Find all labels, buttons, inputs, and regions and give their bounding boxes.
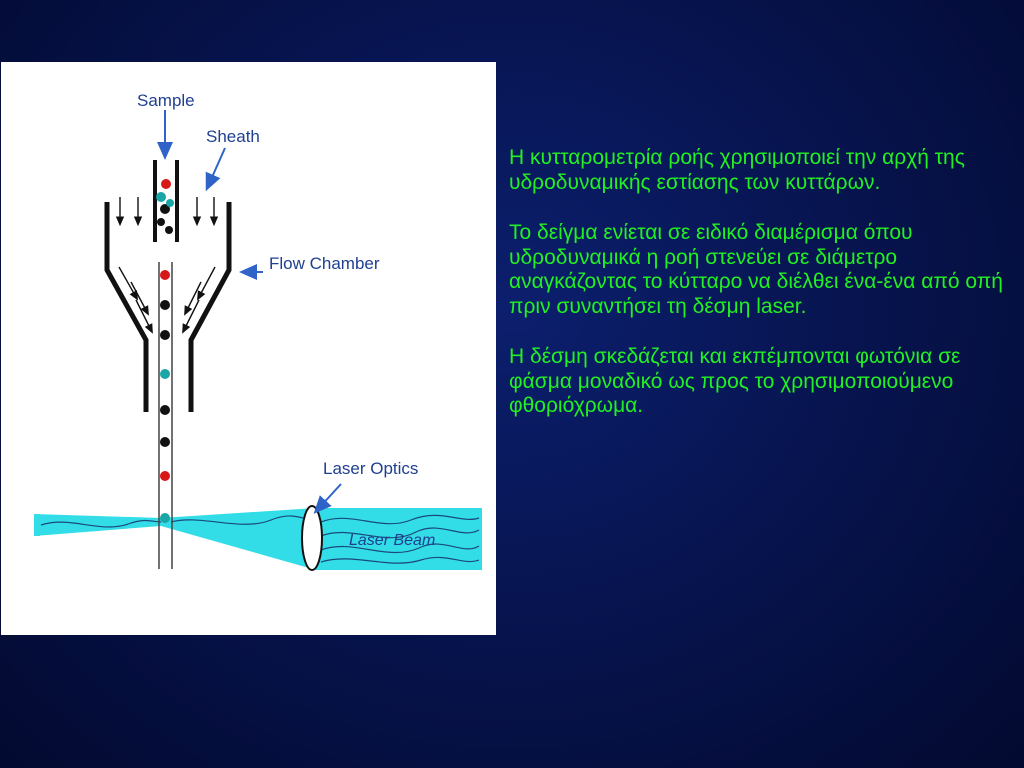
laser-beam-label: Laser Beam <box>349 532 435 549</box>
sample-label: Sample <box>137 91 195 110</box>
laser-beam-band <box>34 508 482 570</box>
cell-black <box>160 330 170 340</box>
description-text: Η κυτταρομετρία ροής χρησιμοποιεί την αρ… <box>509 146 1009 445</box>
flow-chamber-right-wall <box>188 202 232 412</box>
diagram-svg: Sample Sheath Flow Chamber Laser Optics … <box>34 91 482 571</box>
paragraph-beam-scattering: Η δέσμη σκεδάζεται και εκπέμπονται φωτόν… <box>509 345 961 417</box>
flow-cytometry-diagram: Sample Sheath Flow Chamber Laser Optics … <box>1 62 496 635</box>
cell-black <box>165 226 173 234</box>
laser-optics-label: Laser Optics <box>323 459 418 478</box>
sheath-arrow <box>205 147 226 192</box>
cell-teal <box>160 369 170 379</box>
cell-teal <box>160 513 170 523</box>
cell-red <box>160 471 170 481</box>
paragraph-sample-injection: Το δείγμα ενίεται σε ειδικό διαμέρισμα ό… <box>509 221 1003 318</box>
cell-teal <box>156 192 166 202</box>
flow-chamber-label: Flow Chamber <box>269 254 380 273</box>
sheath-label: Sheath <box>206 127 260 146</box>
flow-chamber-left-wall <box>104 202 149 412</box>
laser-beam-left-body <box>34 514 40 536</box>
cell-teal <box>166 199 174 207</box>
cell-black <box>160 300 170 310</box>
laser-optics-lens <box>301 505 323 571</box>
cell-black <box>157 218 165 226</box>
cell-red <box>161 179 171 189</box>
cell-red <box>160 270 170 280</box>
cell-black <box>160 405 170 415</box>
cell-black <box>160 204 170 214</box>
laser-optics-arrow <box>313 483 342 514</box>
cells <box>156 179 174 523</box>
cell-black <box>160 437 170 447</box>
paragraph-hydrodynamic-focusing: Η κυτταρομετρία ροής χρησιμοποιεί την αρ… <box>509 146 965 194</box>
